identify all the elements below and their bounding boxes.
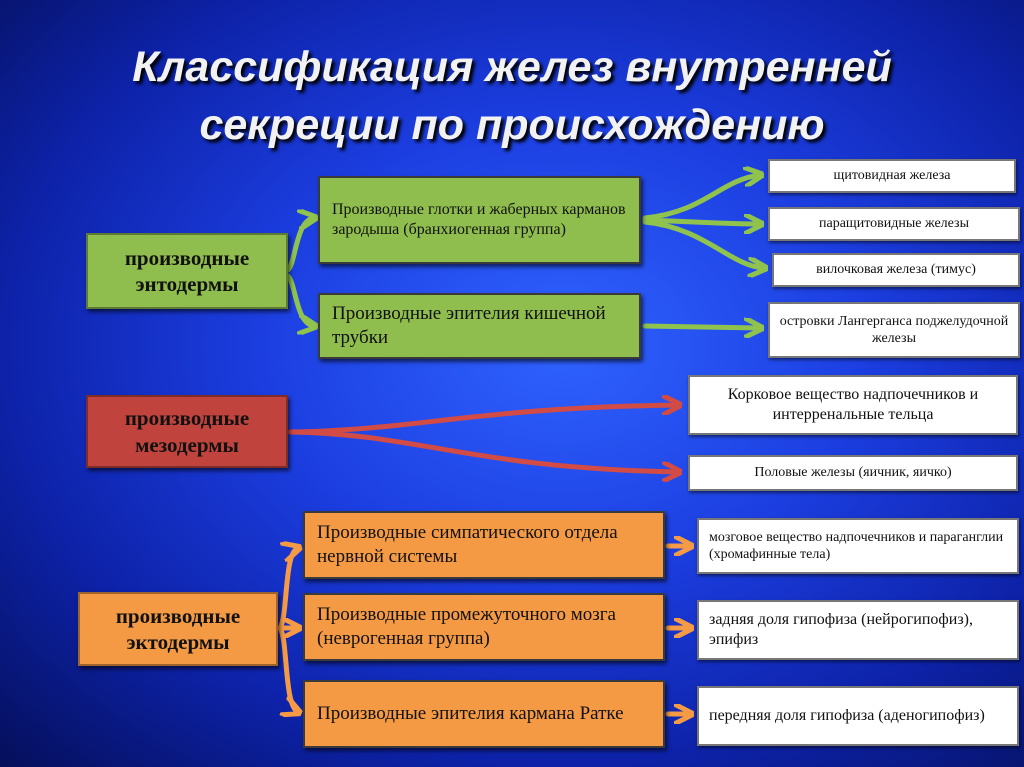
slide-title: Классификация желез внутренней секреции … bbox=[0, 38, 1024, 154]
adrenal-medulla-box: мозговое вещество надпочечников и парага… bbox=[697, 518, 1019, 574]
thymus-box: вилочковая железа (тимус) bbox=[772, 253, 1020, 287]
intestinal-group-box: Производные эпителия кишечной трубки bbox=[318, 293, 641, 359]
arrow-ectoderm-to-rathke bbox=[277, 625, 298, 712]
arrow-mesoderm-to-gonads bbox=[287, 429, 678, 472]
arrow-endoderm-to-intestinal bbox=[285, 273, 314, 326]
arrow-endoderm-to-branchial bbox=[285, 218, 314, 273]
arrow-branchial-to-parathyroid bbox=[642, 220, 760, 224]
title-line-2: секреции по происхождению bbox=[199, 101, 825, 149]
arrow-mesoderm-to-cortex bbox=[287, 405, 678, 435]
diencephalon-group-box: Производные промежуточного мозга (неврог… bbox=[303, 593, 665, 661]
arrow-branchial-to-thyroid bbox=[642, 175, 760, 221]
adenohypophysis-box: передняя доля гипофиза (аденогипофиз) bbox=[697, 686, 1019, 746]
arrow-ectoderm-to-sympathetic bbox=[277, 548, 298, 631]
endoderm-label: производные энтодермы bbox=[86, 233, 288, 309]
parathyroid-glands-box: паращитовидные железы bbox=[768, 207, 1020, 241]
neurohypophysis-box: задняя доля гипофиза (нейрогипофиз), эпи… bbox=[697, 600, 1019, 660]
title-line-1: Классификация желез внутренней bbox=[132, 43, 892, 91]
sympathetic-group-box: Производные симпатического отдела нервно… bbox=[303, 511, 665, 579]
thyroid-gland-box: щитовидная железа bbox=[768, 159, 1016, 193]
arrow-intestinal-to-langerhans bbox=[642, 326, 760, 328]
branchial-group-box: Производные глотки и жаберных карманов з… bbox=[318, 176, 641, 264]
ectoderm-label: производные эктодермы bbox=[78, 592, 278, 666]
gonads-box: Половые железы (яичник, яичко) bbox=[688, 455, 1018, 491]
langerhans-islets-box: островки Лангерганса поджелудочной желез… bbox=[768, 302, 1020, 358]
adrenal-cortex-box: Корковое вещество надпочечников и интерр… bbox=[688, 375, 1018, 435]
rathke-group-box: Производные эпителия кармана Ратке bbox=[303, 680, 665, 748]
arrow-branchial-to-thymus bbox=[642, 219, 764, 268]
mesoderm-label: производные мезодермы bbox=[86, 395, 288, 468]
